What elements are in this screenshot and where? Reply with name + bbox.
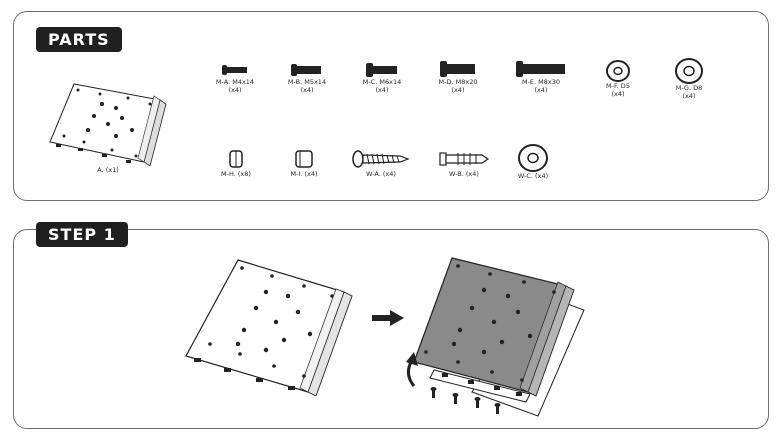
part-label: W-A. (x4) xyxy=(366,170,396,178)
part-label: M-E. M8x30 xyxy=(521,78,561,86)
step-title: STEP 1 xyxy=(36,222,128,247)
part-screw-me: M-E. M8x30 (x4) xyxy=(510,60,572,94)
washer-icon xyxy=(675,58,703,84)
part-qty: (x4) xyxy=(228,86,242,94)
wall-plate-icon xyxy=(185,259,353,396)
part-wood-screw-wa: W-A. (x4) xyxy=(348,148,414,178)
part-label: M-F. D5 xyxy=(606,82,630,90)
part-screw-mb: M-B. M5x14 (x4) xyxy=(281,62,333,94)
part-washer-wc: W-C. (x4) xyxy=(510,144,556,180)
part-label: M-C. M6x14 xyxy=(362,78,402,86)
washer-icon xyxy=(606,60,630,82)
part-qty: (x4) xyxy=(451,86,465,94)
screw-icon xyxy=(222,65,247,75)
screw-icon xyxy=(366,63,397,77)
part-label: M-H. (x8) xyxy=(221,170,251,178)
part-screw-mc: M-C. M6x14 (x4) xyxy=(356,62,408,94)
part-label: W-C. (x4) xyxy=(517,172,549,180)
parts-title: PARTS xyxy=(36,27,122,52)
part-spacer-mh: M-H. (x8) xyxy=(214,148,258,178)
part-label: M-B. M5x14 xyxy=(287,78,327,86)
part-washer-mf: M-F. D5 (x4) xyxy=(596,60,640,98)
spacer-icon xyxy=(229,150,243,168)
step-plate-before xyxy=(180,256,356,396)
part-label: M-A. M4x14 xyxy=(215,78,255,86)
spacer-icon xyxy=(295,150,313,168)
part-label: A. (x1) xyxy=(97,166,119,174)
part-qty: (x4) xyxy=(611,90,625,98)
washer-icon xyxy=(518,144,548,172)
part-screw-md: M-D. M8x20 (x4) xyxy=(432,60,484,94)
part-screw-ma: M-A. M4x14 (x4) xyxy=(210,62,260,94)
part-qty: (x4) xyxy=(534,86,548,94)
part-spacer-mi: M-I. (x4) xyxy=(282,148,326,178)
part-washer-mg: M-G. D8 (x4) xyxy=(664,58,714,100)
part-qty: (x4) xyxy=(300,86,314,94)
step-plate-after xyxy=(398,252,590,420)
screw-icon xyxy=(291,64,321,76)
part-label: M-I. (x4) xyxy=(290,170,318,178)
part-qty: (x4) xyxy=(682,92,696,100)
wall-plate-icon xyxy=(49,83,167,166)
step-panel xyxy=(13,229,769,429)
part-anchor-wb: W-B. (x4) xyxy=(434,148,494,178)
part-label: W-B. (x4) xyxy=(449,170,479,178)
wall-plate-icon xyxy=(406,257,585,417)
part-qty: (x4) xyxy=(375,86,389,94)
wood-screw-icon xyxy=(352,150,410,168)
wall-anchor-icon xyxy=(439,152,490,166)
part-label: M-G. D8 xyxy=(675,84,703,92)
part-label: M-D. M8x20 xyxy=(438,78,478,86)
arrow-right-icon xyxy=(372,310,404,326)
screw-icon xyxy=(516,61,565,77)
part-wall-plate: A. (x1) xyxy=(44,80,172,174)
screw-icon xyxy=(440,61,475,77)
step-arrow xyxy=(372,310,404,326)
